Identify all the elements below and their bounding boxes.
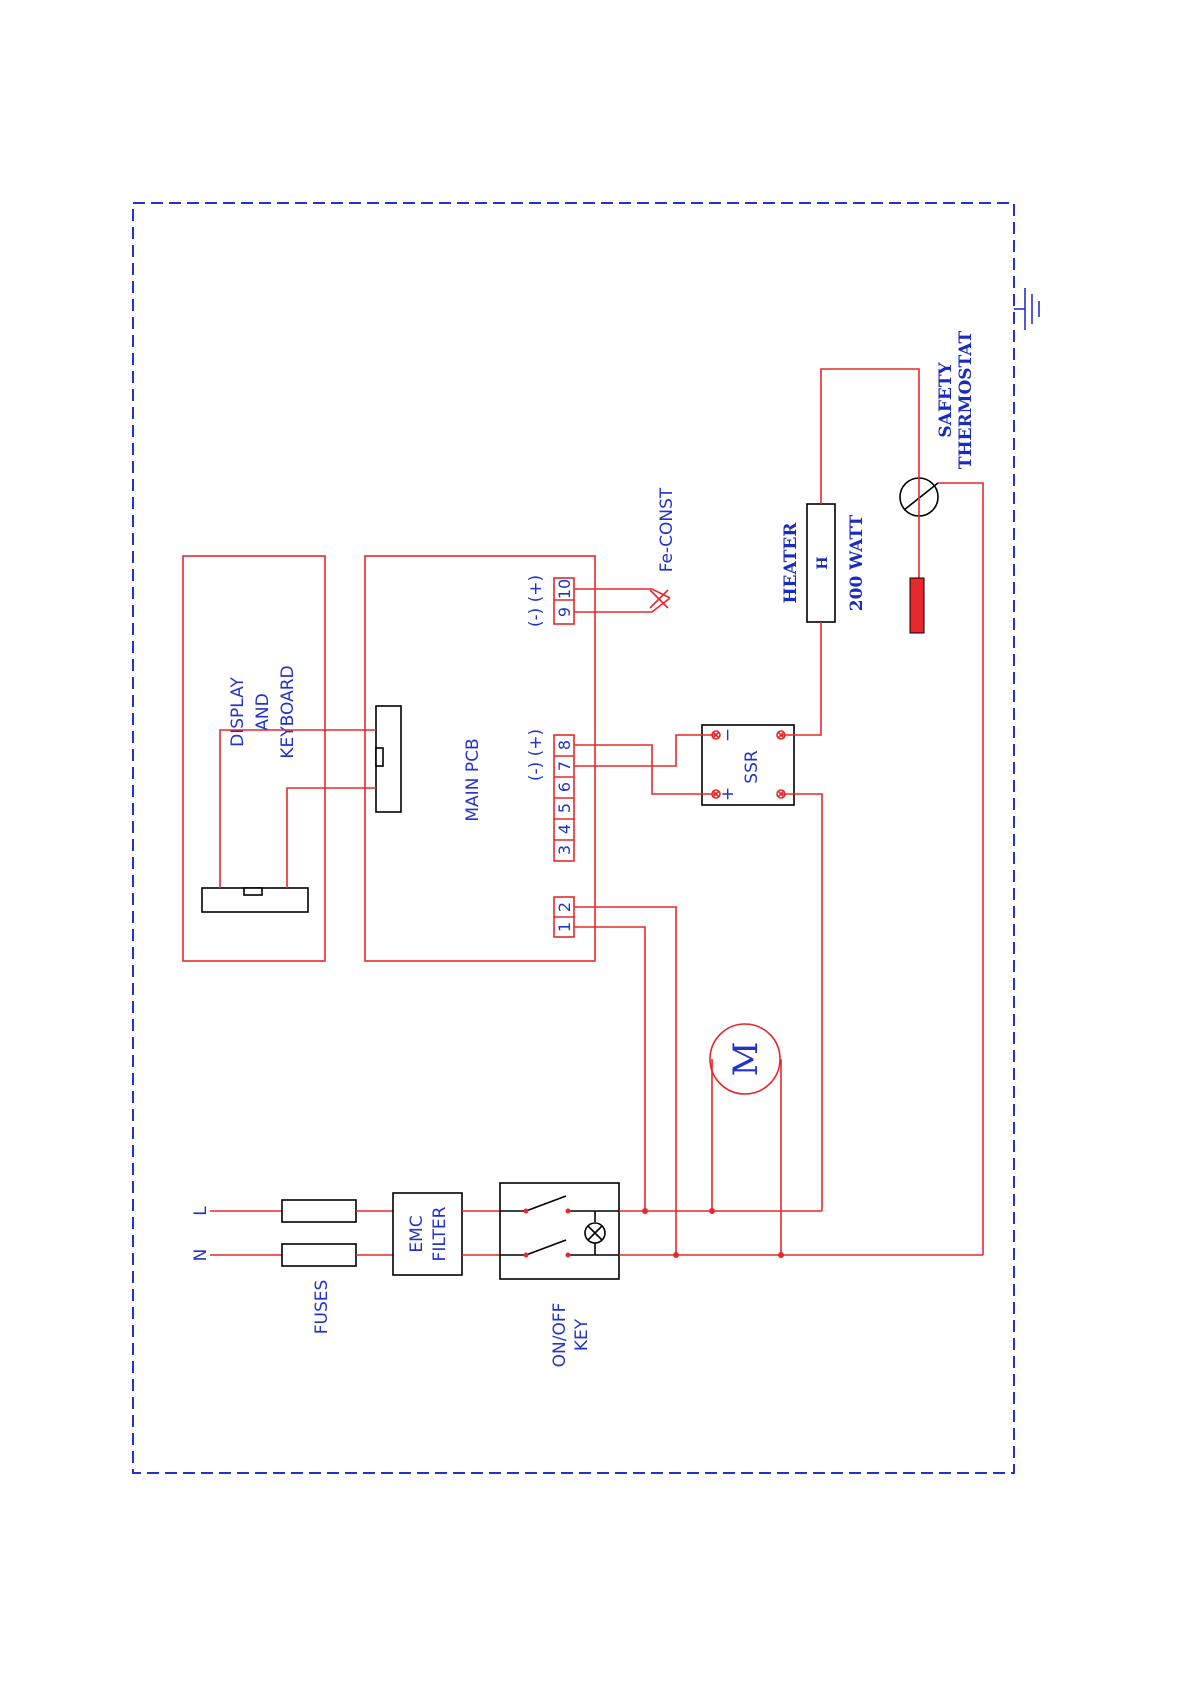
terminal-7: 7 bbox=[555, 761, 574, 771]
temperature-sensor-probe bbox=[910, 578, 924, 633]
heater-label: HEATER bbox=[781, 522, 801, 604]
ssr-load-wire bbox=[781, 794, 822, 1211]
fuses-label: FUSES bbox=[312, 1280, 332, 1335]
fe-const-label: Fe-CONST bbox=[657, 487, 677, 572]
ssr-minus-label: − bbox=[718, 728, 738, 742]
terminal-block-3-8 bbox=[554, 735, 574, 861]
heater-mark: H bbox=[815, 556, 831, 569]
terminal-9: 9 bbox=[555, 607, 574, 617]
terminal-8: 8 bbox=[555, 740, 574, 750]
main-pcb-label: MAIN PCB bbox=[463, 738, 483, 821]
onoff-label: ON/OFF bbox=[550, 1303, 570, 1368]
thermostat-return-wire bbox=[938, 483, 983, 1255]
keyboard-label: KEYBOARD bbox=[278, 665, 298, 758]
fuse-l bbox=[282, 1200, 356, 1222]
terminal-4: 4 bbox=[555, 824, 574, 834]
pcb-power-wire-1 bbox=[574, 927, 645, 1211]
terminal-1: 1 bbox=[555, 922, 574, 932]
key-label: KEY bbox=[572, 1318, 592, 1351]
emc-filter-box bbox=[393, 1193, 462, 1275]
fuse-n bbox=[282, 1244, 356, 1266]
terminal-10: 10 bbox=[555, 579, 574, 599]
line-l-label: L bbox=[191, 1206, 211, 1216]
ground-icon bbox=[1014, 288, 1039, 330]
emc-label: EMC bbox=[407, 1215, 427, 1252]
and-label: AND bbox=[253, 693, 273, 730]
polarity-label-7-8: (-) (+) bbox=[526, 729, 546, 781]
motor-label: M bbox=[726, 1042, 766, 1077]
filter-label: FILTER bbox=[430, 1206, 450, 1261]
terminal-3: 3 bbox=[555, 845, 574, 855]
safety-label: SAFETY bbox=[936, 361, 956, 437]
line-n-label: N bbox=[191, 1249, 211, 1262]
junction-dots bbox=[642, 1208, 784, 1258]
pcb-connector-key bbox=[376, 748, 383, 766]
ssr-plus-label: + bbox=[718, 787, 738, 801]
polarity-label-9-10: (-) (+) bbox=[526, 575, 546, 627]
terminal-2: 2 bbox=[555, 902, 574, 912]
thermostat-label: THERMOSTAT bbox=[956, 330, 976, 469]
heater-watt-label: 200 WATT bbox=[847, 514, 867, 611]
display-label: DISPLAY bbox=[228, 677, 248, 747]
display-connector-key bbox=[244, 888, 262, 895]
ssr-label: SSR bbox=[742, 750, 762, 784]
terminal-6: 6 bbox=[555, 782, 574, 792]
terminal-5: 5 bbox=[555, 803, 574, 813]
heater-to-ssr-wire bbox=[781, 622, 821, 735]
